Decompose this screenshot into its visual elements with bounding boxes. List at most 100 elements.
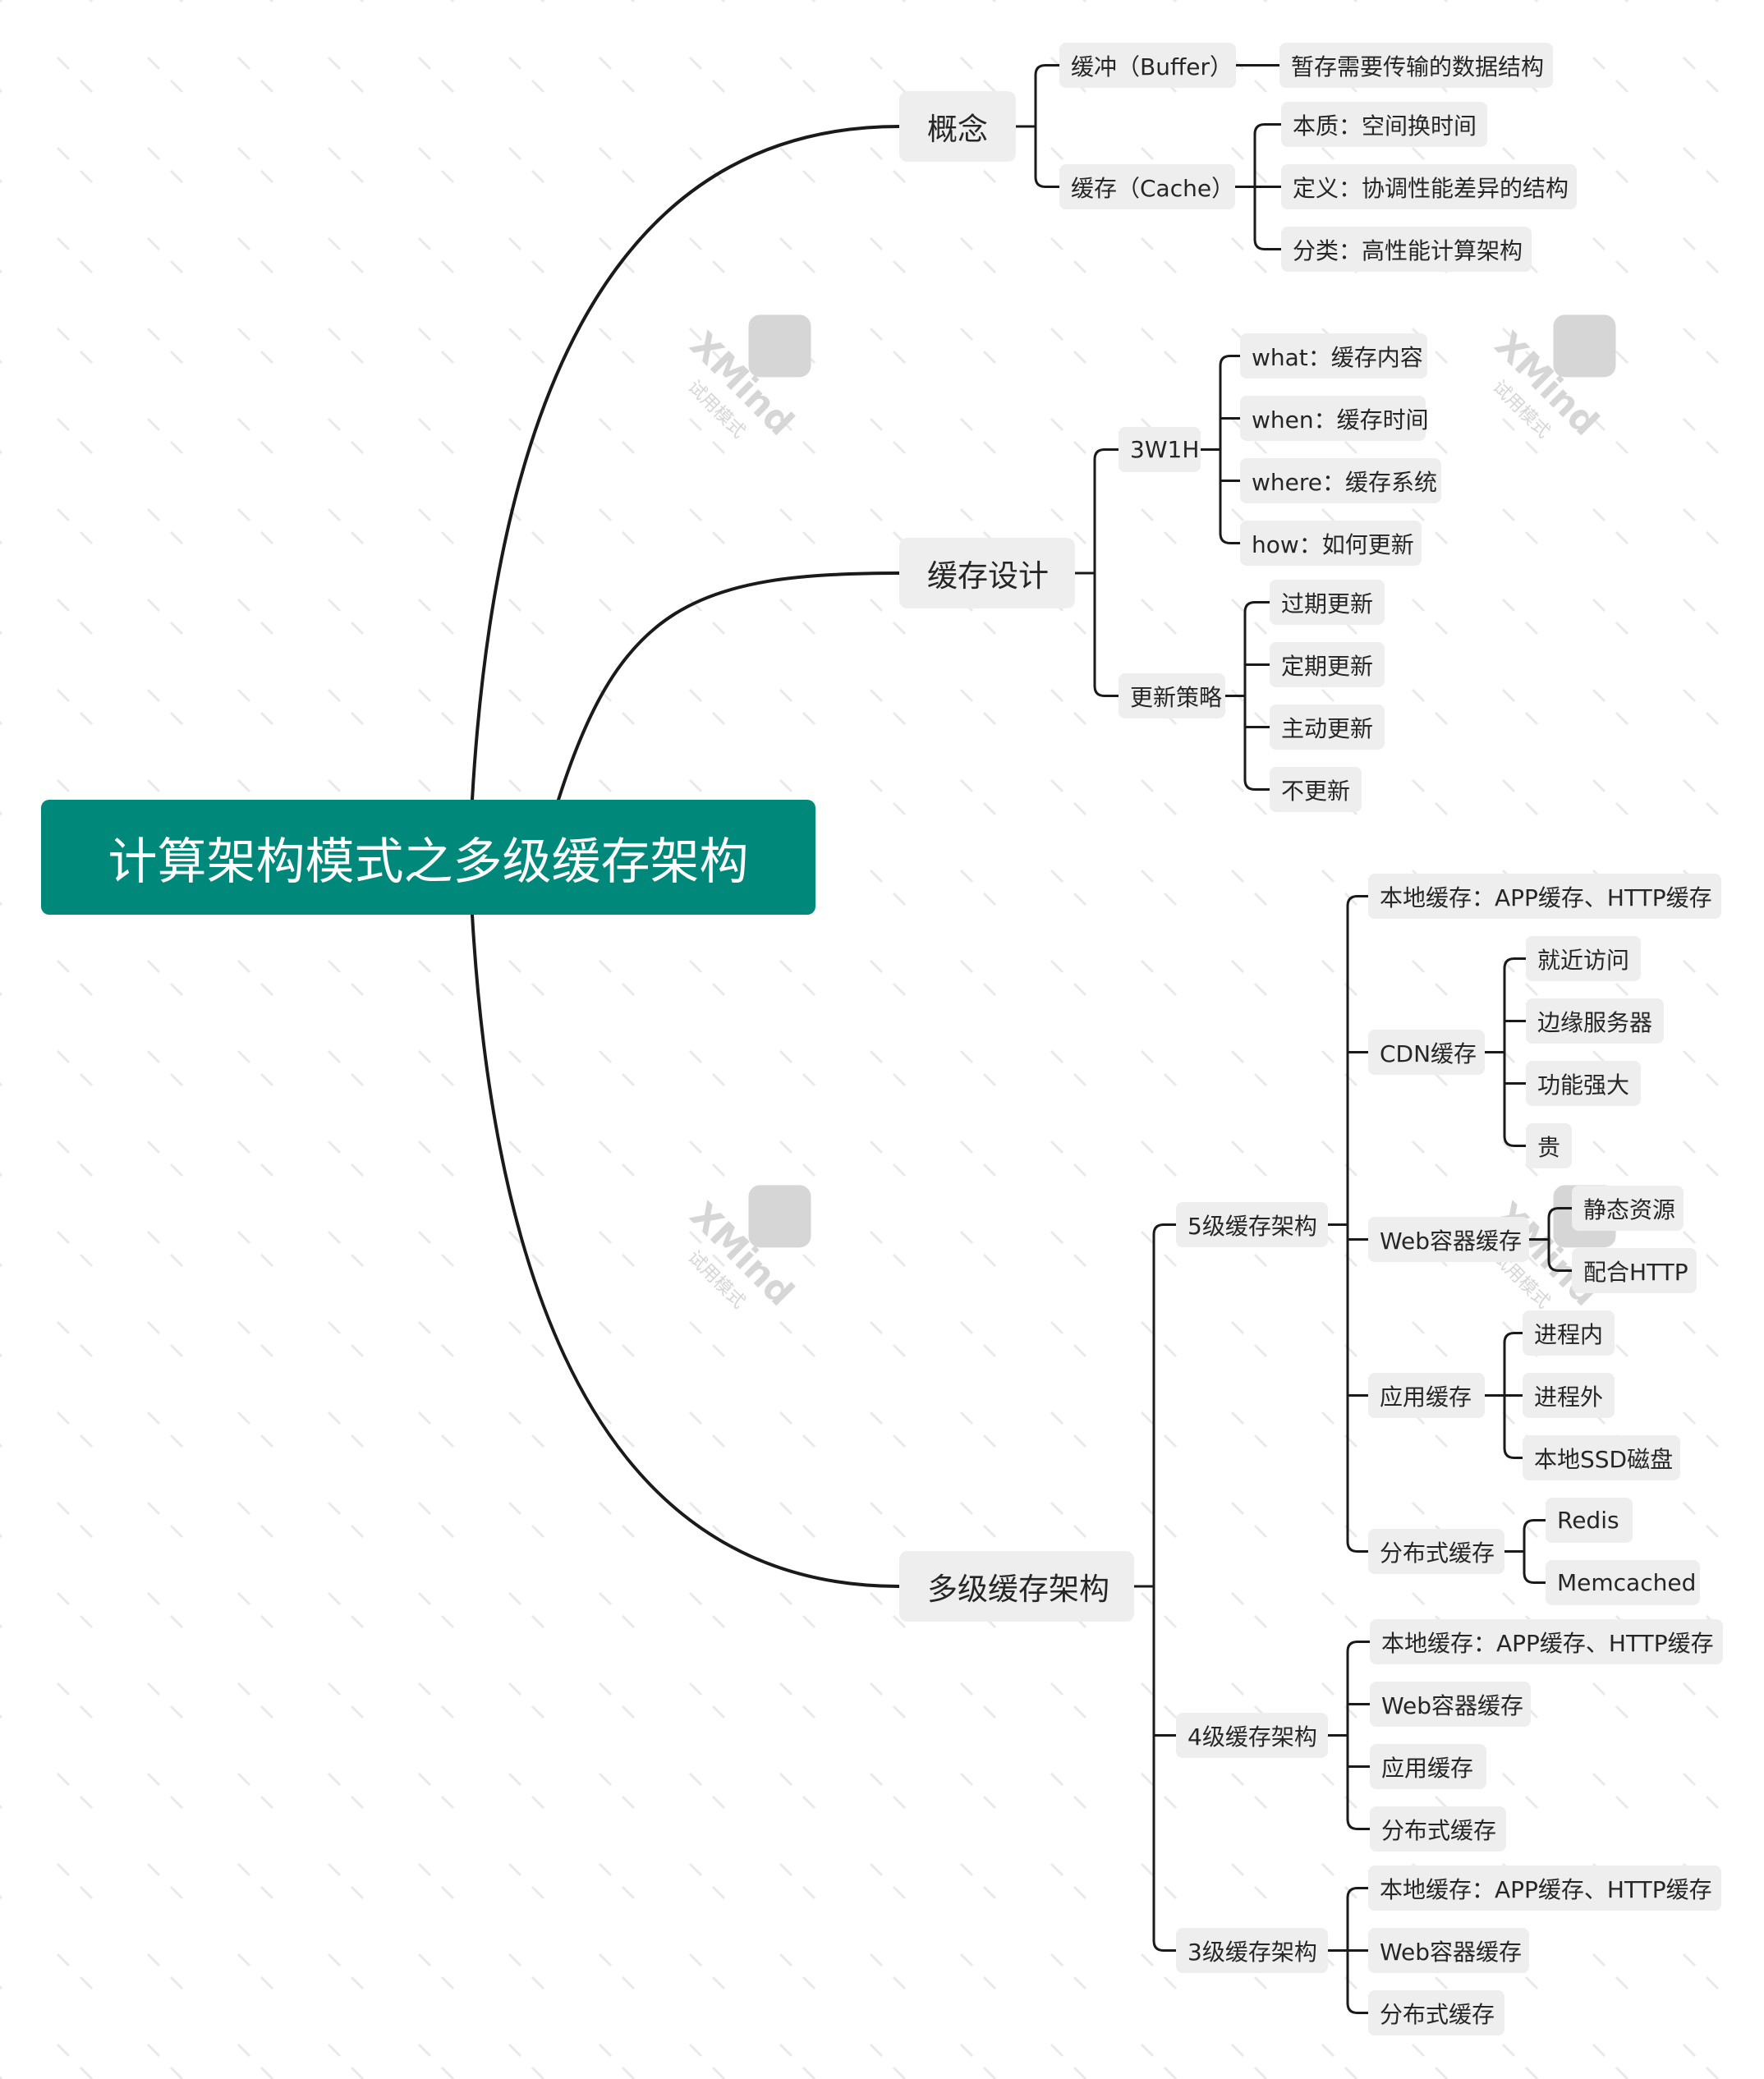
- bracket-link: [1034, 64, 1061, 76]
- topic-level3[interactable]: 3级缓存架构: [1176, 1928, 1328, 1973]
- topic-l4-web[interactable]: Web容器缓存: [1370, 1682, 1531, 1727]
- watermark-dash: [688, 1320, 726, 1358]
- watermark-dash: [688, 56, 726, 94]
- topic-cache-design[interactable]: 缓存设计: [899, 538, 1075, 608]
- topic-l4-distributed[interactable]: 分布式缓存: [1370, 1806, 1506, 1852]
- watermark-dash: [1682, 778, 1720, 816]
- topic-l5-web[interactable]: Web容器缓存: [1368, 1217, 1529, 1262]
- xmind-logo-icon: [748, 314, 811, 378]
- topic-l5-distributed[interactable]: 分布式缓存: [1368, 1529, 1504, 1574]
- watermark-dash: [56, 1320, 94, 1358]
- topic-level5[interactable]: 5级缓存架构: [1176, 1202, 1328, 1247]
- topic-update-strategy[interactable]: 更新策略: [1119, 673, 1225, 718]
- watermark-dash: [327, 688, 365, 726]
- watermark-dash: [1050, 688, 1087, 726]
- watermark-dash: [1230, 959, 1268, 997]
- watermark-dash: [1682, 598, 1720, 636]
- watermark-dash: [598, 146, 636, 184]
- watermark-dash: [688, 327, 726, 365]
- watermark-dash: [598, 1049, 636, 1087]
- topic-dist-redis[interactable]: Redis: [1546, 1498, 1633, 1543]
- topic-cache[interactable]: 缓存（Cache）: [1059, 164, 1235, 209]
- watermark-dash: [508, 1862, 545, 1900]
- topic-cdn-powerful[interactable]: 功能强大: [1526, 1061, 1641, 1106]
- watermark-dash: [1411, 1320, 1449, 1358]
- topic-3w1h[interactable]: 3W1H: [1119, 427, 1201, 472]
- watermark-dash: [56, 1230, 94, 1268]
- topic-buffer[interactable]: 缓冲（Buffer）: [1059, 43, 1236, 88]
- topic-buffer-desc[interactable]: 暂存需要传输的数据结构: [1279, 43, 1553, 88]
- watermark-dash: [508, 598, 545, 636]
- watermark-dash: [417, 1953, 455, 1990]
- topic-l5-local[interactable]: 本地缓存：APP缓存、HTTP缓存: [1368, 874, 1721, 919]
- topic-l3-web[interactable]: Web容器缓存: [1368, 1928, 1529, 1973]
- topic-how[interactable]: how：如何更新: [1240, 521, 1422, 566]
- topic-l4-app[interactable]: 应用缓存: [1370, 1744, 1486, 1789]
- topic-periodic-update[interactable]: 定期更新: [1270, 642, 1385, 687]
- watermark-dash: [1501, 688, 1539, 726]
- watermark-dash: [1050, 327, 1087, 365]
- watermark-dash: [779, 1140, 816, 1177]
- watermark-dash: [869, 327, 907, 365]
- topic-cache-essence[interactable]: 本质：空间换时间: [1281, 102, 1487, 147]
- watermark-dash: [1682, 1501, 1720, 1539]
- topic-web-static[interactable]: 静态资源: [1572, 1186, 1684, 1231]
- topic-concept[interactable]: 概念: [899, 91, 1016, 162]
- watermark-dash: [237, 688, 274, 726]
- topic-active-update[interactable]: 主动更新: [1270, 704, 1385, 750]
- watermark-dash: [1682, 1230, 1720, 1268]
- watermark-dash: [779, 959, 816, 997]
- topic-cache-category[interactable]: 分类：高性能计算架构: [1281, 227, 1532, 272]
- watermark-dash: [1592, 1953, 1629, 1990]
- watermark-dash: [56, 1591, 94, 1629]
- topic-app-inproc[interactable]: 进程内: [1523, 1310, 1615, 1356]
- watermark-dash: [1682, 1320, 1720, 1358]
- watermark-dash: [1140, 2043, 1178, 2079]
- watermark-dash: [327, 1140, 365, 1177]
- watermark-dash: [688, 2043, 726, 2079]
- topic-expire-update[interactable]: 过期更新: [1270, 580, 1385, 625]
- watermark-dash: [1050, 869, 1087, 906]
- watermark-dash: [1050, 778, 1087, 816]
- topic-where[interactable]: where：缓存系统: [1240, 458, 1441, 503]
- topic-cdn-expensive[interactable]: 贵: [1526, 1123, 1572, 1168]
- topic-cdn-nearby[interactable]: 就近访问: [1526, 936, 1641, 981]
- topic-l5-app[interactable]: 应用缓存: [1368, 1373, 1485, 1418]
- watermark-dash: [417, 417, 455, 455]
- topic-l4-local[interactable]: 本地缓存：APP缓存、HTTP缓存: [1370, 1619, 1723, 1664]
- topic-l3-local[interactable]: 本地缓存：APP缓存、HTTP缓存: [1368, 1866, 1721, 1911]
- watermark-dash: [1140, 1591, 1178, 1629]
- watermark-dash: [869, 1140, 907, 1177]
- watermark-dash: [1682, 236, 1720, 274]
- topic-l5-cdn[interactable]: CDN缓存: [1368, 1030, 1485, 1075]
- topic-dist-memcached[interactable]: Memcached: [1546, 1560, 1700, 1605]
- watermark-dash: [327, 146, 365, 184]
- watermark-dash: [598, 327, 636, 365]
- watermark-dash: [56, 1772, 94, 1810]
- root-topic[interactable]: 计算架构模式之多级缓存架构: [41, 800, 815, 915]
- topic-l3-distributed[interactable]: 分布式缓存: [1368, 1990, 1504, 2035]
- watermark-dash: [959, 1140, 997, 1177]
- watermark-dash: [327, 507, 365, 545]
- topic-what[interactable]: what：缓存内容: [1240, 333, 1427, 379]
- topic-level4[interactable]: 4级缓存架构: [1176, 1713, 1328, 1758]
- watermark-dash: [598, 56, 636, 94]
- bracket-link: [1219, 532, 1242, 544]
- watermark-dash: [598, 1772, 636, 1810]
- watermark-dash: [688, 1230, 726, 1268]
- watermark-dash: [508, 1591, 545, 1629]
- topic-no-update[interactable]: 不更新: [1270, 767, 1362, 812]
- watermark-dash: [146, 146, 184, 184]
- watermark-dash: [869, 1862, 907, 1900]
- watermark-dash: [1682, 1049, 1720, 1087]
- topic-multilevel-cache[interactable]: 多级缓存架构: [899, 1551, 1134, 1622]
- topic-app-outproc[interactable]: 进程外: [1523, 1373, 1615, 1418]
- topic-cdn-edge[interactable]: 边缘服务器: [1526, 998, 1664, 1044]
- topic-web-http[interactable]: 配合HTTP: [1572, 1248, 1697, 1293]
- watermark-dash: [508, 1140, 545, 1177]
- watermark-dash: [1682, 959, 1720, 997]
- topic-when[interactable]: when：缓存时间: [1240, 396, 1429, 441]
- topic-cache-definition[interactable]: 定义：协调性能差异的结构: [1281, 164, 1577, 209]
- watermark-dash: [1230, 1049, 1268, 1087]
- topic-app-ssd[interactable]: 本地SSD磁盘: [1523, 1435, 1680, 1480]
